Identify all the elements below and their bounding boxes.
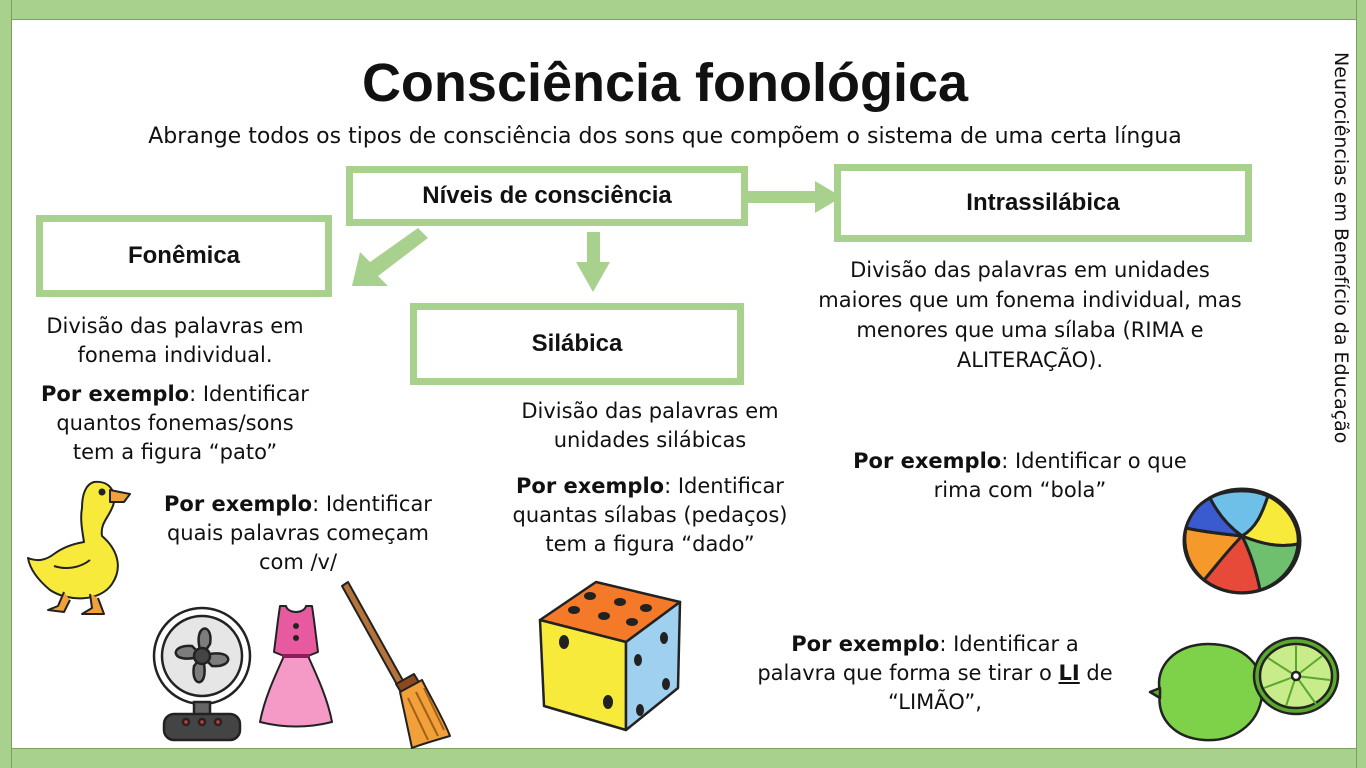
intrassilabica-example-2: Por exemplo: Identificar a palavra que f… [757,632,1113,714]
side-label: Neurociências em Benefício da Educação [1330,52,1352,444]
fonemica-box: Fonêmica [36,215,332,297]
silabica-box: Silábica [410,303,744,385]
frame-left [0,0,12,768]
lime-illustration [1148,636,1340,742]
dice-illustration [538,580,682,732]
silabica-description: Divisão das palavras em unidades silábic… [521,399,779,452]
fan-illustration [152,606,252,742]
duck-illustration [27,480,131,615]
arrow-to-intrassilabica [748,181,842,213]
broom-illustration [341,581,451,749]
dress-illustration [259,605,333,728]
page-subtitle: Abrange todos os tipos de consciência do… [148,124,1182,149]
intrassilabica-example-1: Por exemplo: Identificar o que rima com … [853,449,1187,502]
arrow-to-fonemica [352,228,428,286]
arrow-to-silabica [576,232,610,292]
silabica-example: Por exemplo: Identificar quantas sílabas… [512,474,788,556]
fonemica-example-1: Por exemplo: Identificar quantos fonemas… [41,382,309,464]
fonemica-example-2: Por exemplo: Identificar quais palavras … [164,492,432,574]
levels-box: Níveis de consciência [346,166,748,226]
intrassilabica-description: Divisão das palavras em unidades maiores… [818,258,1242,372]
fonemica-label: Fonêmica [127,242,241,269]
intrassilabica-label: Intrassilábica [966,189,1120,216]
frame-top [0,0,1366,20]
ball-illustration [1182,487,1302,595]
levels-box-label: Níveis de consciência [422,182,672,209]
frame-bottom [0,748,1366,768]
silabica-label: Silábica [531,330,623,357]
intrassilabica-box: Intrassilábica [834,164,1252,242]
frame-right [1356,0,1366,768]
page-title: Consciência fonológica [361,53,969,113]
fonemica-description: Divisão das palavras em fonema individua… [46,314,304,367]
